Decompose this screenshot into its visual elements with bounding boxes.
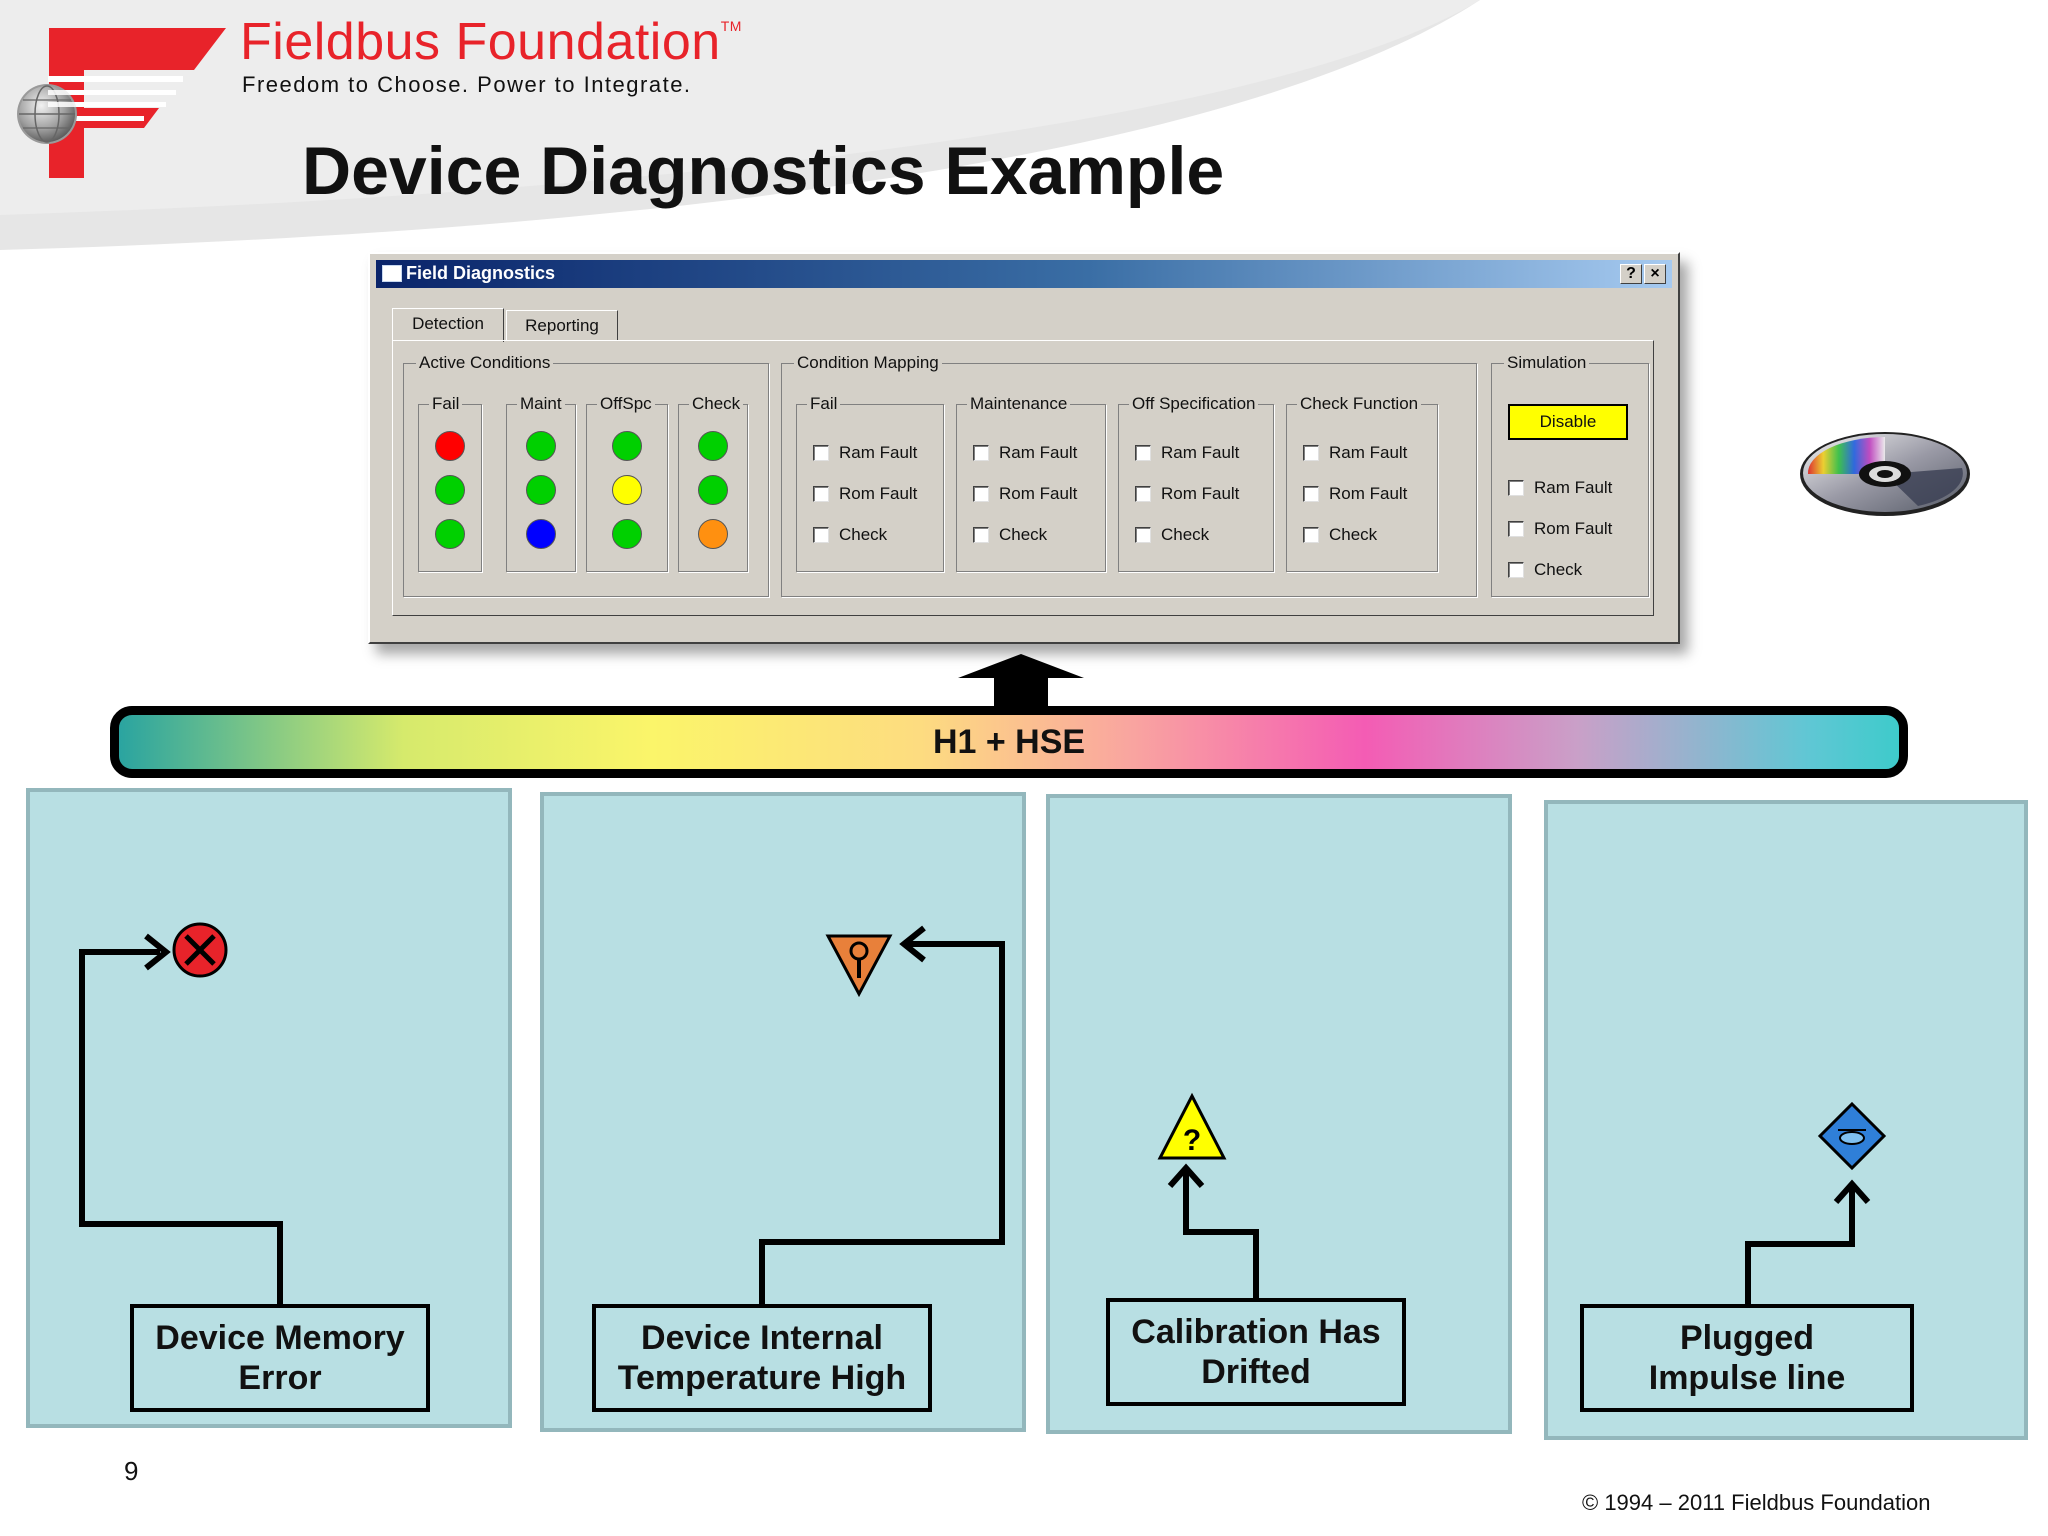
- simulation-checkbox[interactable]: [1508, 562, 1524, 578]
- dialog-title: Field Diagnostics: [406, 263, 556, 283]
- status-3-line1: Calibration Has: [1131, 1313, 1381, 1351]
- mapping-checkbox-label: Check: [1329, 525, 1378, 544]
- bus-label: H1 + HSE: [932, 723, 1086, 761]
- close-button[interactable]: ×: [1644, 264, 1666, 284]
- brand-name: Fieldbus FoundationTM: [240, 13, 742, 71]
- led-column-label: Check: [689, 394, 744, 414]
- simulation-checkbox[interactable]: [1508, 480, 1524, 496]
- header-swoosh: [0, 0, 1480, 250]
- led-column-label: Maint: [517, 394, 565, 414]
- mapping-group-label: Maintenance: [967, 394, 1071, 414]
- status-led-green: [698, 431, 728, 461]
- status-1-line2: Error: [238, 1359, 322, 1397]
- fieldbus-foundation-logo: [17, 28, 226, 178]
- mapping-group-label: Check Function: [1297, 394, 1422, 414]
- status-1-line1: Device Memory: [155, 1319, 405, 1357]
- copyright: © 1994 – 2011 Fieldbus Foundation: [1582, 1490, 1931, 1515]
- help-button[interactable]: ?: [1620, 264, 1642, 284]
- mapping-checkbox[interactable]: [973, 527, 989, 543]
- simulation-checkbox[interactable]: [1508, 521, 1524, 537]
- tagline: Freedom to Choose. Power to Integrate.: [242, 72, 692, 97]
- mapping-checkbox[interactable]: [813, 527, 829, 543]
- mapping-checkbox-label: Rom Fault: [1161, 484, 1240, 503]
- tab-detection[interactable]: Detection: [392, 308, 504, 342]
- dialog-titlebar[interactable]: Field Diagnostics ? ×: [376, 260, 1672, 288]
- window-icon: [382, 265, 402, 282]
- disable-button[interactable]: Disable: [1508, 404, 1628, 440]
- status-2-line2: Temperature High: [617, 1359, 907, 1397]
- tab-reporting[interactable]: Reporting: [506, 310, 618, 340]
- status-led-green: [612, 431, 642, 461]
- field-diagnostics-dialog: Field Diagnostics ? × Detection Reportin…: [368, 252, 1680, 644]
- slide-title: Device Diagnostics Example: [302, 133, 1225, 209]
- mapping-group-label: Off Specification: [1129, 394, 1259, 414]
- status-led-green: [435, 475, 465, 505]
- mapping-group-label: Fail: [807, 394, 841, 414]
- mapping-checkbox-label: Check: [1161, 525, 1210, 544]
- active-conditions-label: Active Conditions: [416, 353, 554, 373]
- status-led-orange: [698, 519, 728, 549]
- simulation-label: Simulation: [1504, 353, 1590, 373]
- mapping-checkbox-label: Ram Fault: [839, 443, 918, 462]
- mapping-checkbox-label: Ram Fault: [1161, 443, 1240, 462]
- simulation-checkbox-label: Rom Fault: [1534, 519, 1613, 538]
- page-number: 9: [124, 1456, 139, 1486]
- status-led-yellow: [612, 475, 642, 505]
- status-led-green: [526, 475, 556, 505]
- status-4-line2: Impulse line: [1648, 1359, 1846, 1397]
- status-led-green: [435, 519, 465, 549]
- led-column-maint: Maint: [506, 394, 576, 572]
- cd-disc-icon: [1800, 432, 1970, 516]
- led-column-check: Check: [678, 394, 748, 572]
- mapping-checkbox[interactable]: [813, 486, 829, 502]
- active-conditions-group: Active Conditions Fail Maint OffSpc Check: [403, 353, 769, 597]
- mapping-checkbox-label: Check: [999, 525, 1048, 544]
- status-3-line2: Drifted: [1201, 1353, 1311, 1391]
- mapping-checkbox[interactable]: [1135, 445, 1151, 461]
- mapping-checkbox[interactable]: [1303, 527, 1319, 543]
- status-led-red: [435, 431, 465, 461]
- mapping-checkbox-label: Rom Fault: [1329, 484, 1408, 503]
- mapping-checkbox-label: Rom Fault: [999, 484, 1078, 503]
- simulation-checkbox-label: Ram Fault: [1534, 478, 1613, 497]
- led-column-fail: Fail: [418, 394, 482, 572]
- bus-to-host-arrow: [958, 654, 1084, 710]
- mapping-checkbox[interactable]: [813, 445, 829, 461]
- mapping-checkbox[interactable]: [1135, 486, 1151, 502]
- mapping-checkbox[interactable]: [1135, 527, 1151, 543]
- simulation-checkbox-label: Check: [1534, 560, 1583, 579]
- status-led-green: [526, 431, 556, 461]
- mapping-checkbox[interactable]: [973, 486, 989, 502]
- led-column-offspc: OffSpc: [586, 394, 668, 572]
- condition-mapping-label: Condition Mapping: [794, 353, 942, 373]
- mapping-checkbox-label: Ram Fault: [1329, 443, 1408, 462]
- mapping-checkbox[interactable]: [1303, 445, 1319, 461]
- mapping-checkbox-label: Rom Fault: [839, 484, 918, 503]
- mapping-checkbox[interactable]: [973, 445, 989, 461]
- status-led-green: [698, 475, 728, 505]
- fieldbus-bar: H1 + HSE: [110, 706, 1908, 778]
- status-4-line1: Plugged: [1679, 1319, 1815, 1357]
- mapping-checkbox-label: Ram Fault: [999, 443, 1078, 462]
- trademark: TM: [720, 18, 742, 34]
- status-led-blue: [526, 519, 556, 549]
- status-2-line1: Device Internal: [641, 1319, 883, 1357]
- mapping-checkbox[interactable]: [1303, 486, 1319, 502]
- led-column-label: Fail: [429, 394, 463, 414]
- led-column-label: OffSpc: [597, 394, 655, 414]
- mapping-checkbox-label: Check: [839, 525, 888, 544]
- status-led-green: [612, 519, 642, 549]
